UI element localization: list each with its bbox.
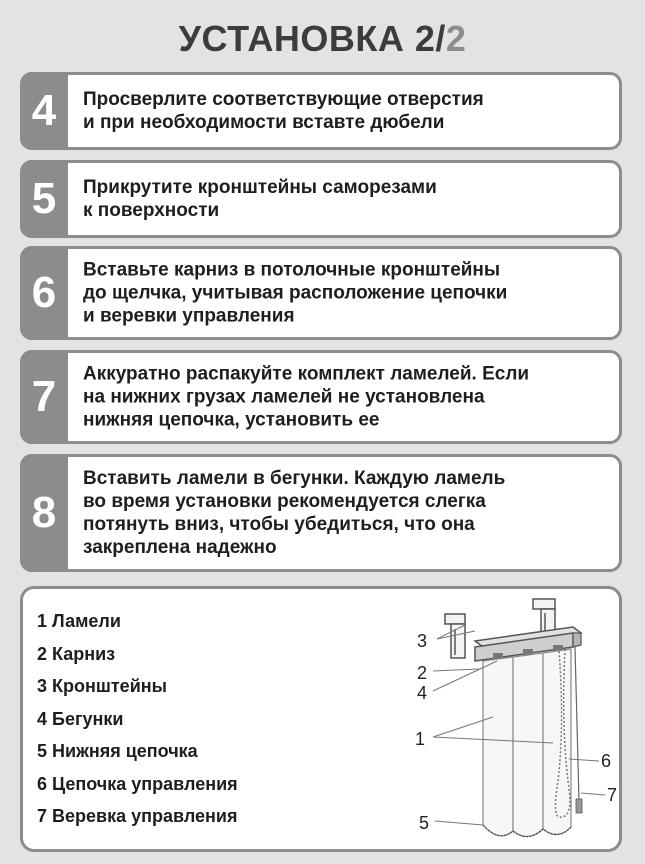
- diagram-label-3: 3: [417, 631, 427, 651]
- title-accent: 2: [445, 18, 467, 59]
- step-text: Вставьте карниз в потолочные кронштейны …: [83, 259, 508, 327]
- legend-list: 1 Ламели 2 Карниз 3 Кронштейны 4 Бегунки…: [37, 605, 238, 833]
- diagram-label-2: 2: [417, 663, 427, 683]
- legend-item: 3 Кронштейны: [37, 676, 167, 696]
- bracket-left-icon: [444, 613, 466, 659]
- step-text: Аккуратно распакуйте комплект ламелей. Е…: [83, 363, 530, 431]
- step-number: 5: [20, 160, 68, 238]
- step-text: Просверлите соответствующие отверстия и …: [83, 89, 484, 133]
- legend-item: 2 Карниз: [37, 643, 116, 664]
- legend-item: 6 Цепочка управления: [37, 773, 238, 794]
- step-7: 7 Аккуратно распакуйте комплект ламелей.…: [20, 350, 622, 444]
- cornice-rail-side: [572, 632, 582, 648]
- legend-item: 7 Веревка управления: [37, 806, 238, 826]
- step-number: 8: [20, 454, 68, 572]
- leader-lines: [432, 624, 606, 826]
- step-number: 6: [20, 246, 68, 340]
- diagram-label-6: 6: [601, 751, 611, 771]
- step-number: 4: [20, 72, 68, 150]
- diagram-label-4: 4: [417, 683, 427, 703]
- control-cord: [574, 646, 580, 802]
- cord-weight: [575, 798, 583, 814]
- runner-icons: [493, 645, 563, 659]
- step-6: 6 Вставьте карниз в потолочные кронштейн…: [20, 246, 622, 340]
- step-text: Вставить ламели в бегунки. Каждую ламель…: [83, 468, 506, 558]
- blinds-diagram: 3 2 4 1 6 7 5: [415, 598, 617, 838]
- legend-item: 4 Бегунки: [37, 708, 124, 729]
- legend-panel: 1 Ламели 2 Карниз 3 Кронштейны 4 Бегунки…: [20, 586, 622, 852]
- step-text: Прикрутите кронштейны саморезами к повер…: [83, 177, 437, 221]
- slats: [482, 648, 572, 838]
- page-title: УСТАНОВКА 2/2: [0, 18, 645, 60]
- step-number: 7: [20, 350, 68, 444]
- title-main: УСТАНОВКА 2/: [178, 18, 446, 59]
- diagram-label-5: 5: [419, 813, 429, 833]
- step-4: 4 Просверлите соответствующие отверстия …: [20, 72, 622, 150]
- legend-item: 1 Ламели: [37, 611, 121, 631]
- step-8: 8 Вставить ламели в бегунки. Каждую ламе…: [20, 454, 622, 572]
- diagram-label-7: 7: [607, 785, 617, 805]
- bottom-chain: [482, 824, 572, 838]
- legend-item: 5 Нижняя цепочка: [37, 741, 198, 761]
- diagram-label-1: 1: [415, 729, 425, 749]
- step-5: 5 Прикрутите кронштейны саморезами к пов…: [20, 160, 622, 238]
- control-chain: [554, 648, 571, 818]
